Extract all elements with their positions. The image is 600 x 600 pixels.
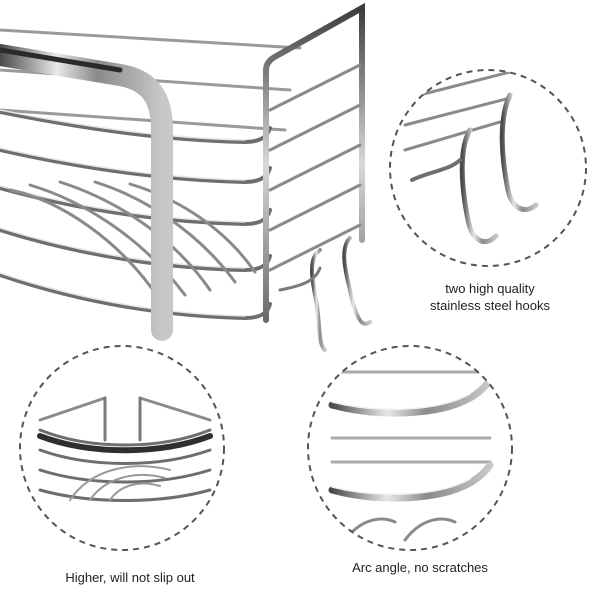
detail-corner-basket-circle	[19, 345, 225, 551]
hooks-caption-line2: stainless steel hooks	[430, 298, 550, 313]
arc-caption: Arc angle, no scratches	[352, 560, 488, 575]
detail-arc-rails-circle	[307, 345, 513, 551]
hooks-caption: two high quality stainless steel hooks	[400, 280, 580, 314]
hooks-caption-line1: two high quality	[445, 281, 535, 296]
main-basket	[0, 0, 372, 352]
detail-hooks-circle	[389, 69, 587, 267]
higher-caption: Higher, will not slip out	[65, 570, 195, 585]
